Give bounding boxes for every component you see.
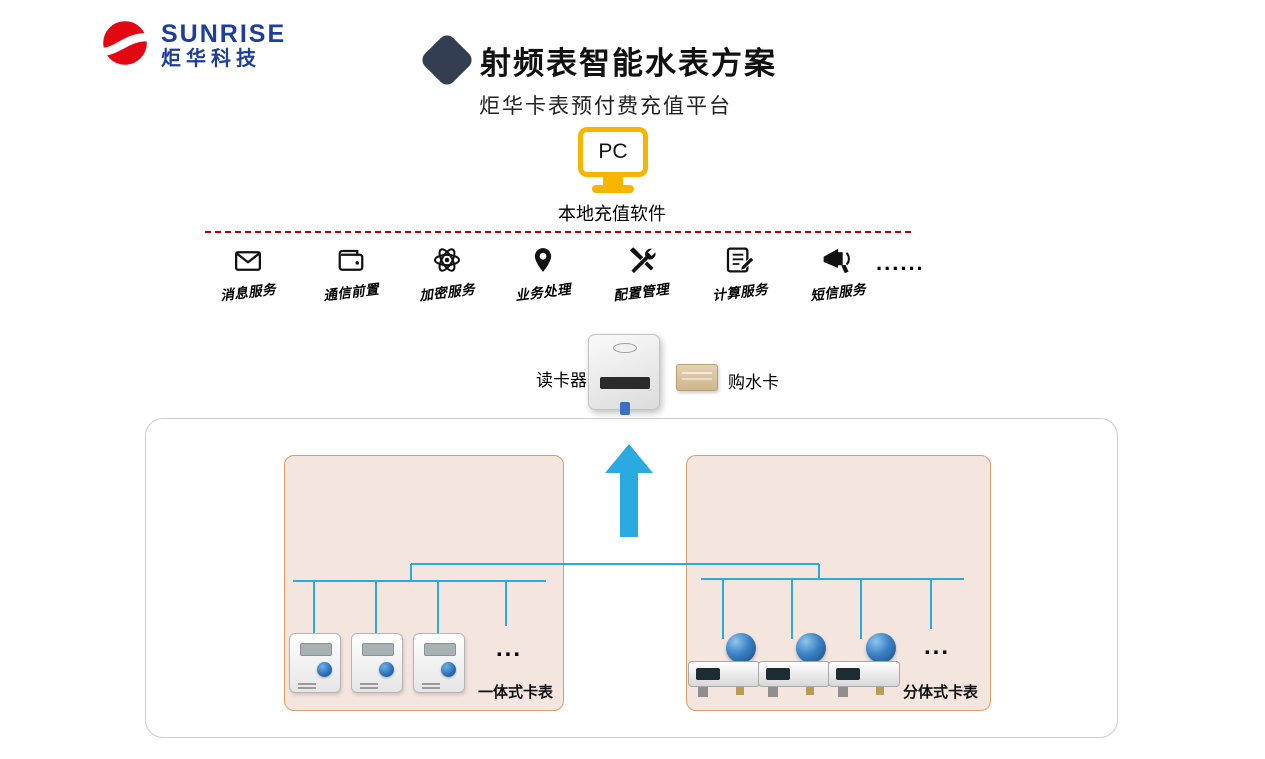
envelope-icon [231, 238, 265, 276]
company-logo: SUNRISE 炬华科技 [98, 16, 286, 75]
service-label: 配置管理 [612, 281, 670, 304]
meter-lcd [766, 668, 790, 680]
integrated-meter [413, 633, 465, 693]
meter-button [379, 662, 394, 677]
dashed-divider [205, 231, 913, 233]
service-item-config: 配置管理 [593, 238, 689, 303]
meter-lcd [362, 643, 394, 656]
company-name: 炬华科技 [161, 48, 261, 71]
meters-container: ... 一体式卡表 ... 分体式卡表 [145, 418, 1118, 738]
up-arrow-icon [605, 444, 653, 537]
pc-monitor-stand [603, 177, 623, 185]
service-label: 业务处理 [514, 281, 572, 304]
tools-icon [624, 238, 658, 276]
meter-detail [360, 683, 378, 685]
page-title: 射频表智能水表方案 [480, 46, 777, 81]
megaphone-icon [821, 238, 855, 276]
meter-fitting [806, 687, 814, 695]
service-item-message: 消息服务 [200, 238, 296, 303]
meter-body [828, 661, 900, 687]
service-item-comm: 通信前置 [303, 238, 399, 303]
meter-lcd [696, 668, 720, 680]
meter-lcd [300, 643, 332, 656]
meter-fitting [876, 687, 884, 695]
service-label: 短信服务 [809, 281, 867, 304]
integrated-more-dots: ... [496, 635, 523, 662]
location-pin-icon [528, 238, 558, 276]
meter-button [441, 662, 456, 677]
integrated-meter [289, 633, 341, 693]
brand-name: SUNRISE [161, 19, 287, 48]
logo-text: SUNRISE 炬华科技 [161, 19, 287, 71]
reader-usb-plug [620, 402, 630, 415]
sunrise-swirl-icon [98, 16, 152, 75]
integrated-group-label: 一体式卡表 [478, 684, 554, 701]
pc-monitor-icon: PC [578, 127, 648, 177]
service-label: 计算服务 [711, 281, 769, 304]
split-group-label: 分体式卡表 [903, 684, 979, 701]
services-ellipsis: ...... [876, 250, 925, 275]
reader-card-slot [600, 377, 650, 389]
title-diamond-icon [418, 31, 476, 89]
service-label: 加密服务 [418, 281, 476, 304]
split-meter [758, 633, 830, 697]
card-reader-device [588, 334, 660, 415]
split-meter [828, 633, 900, 697]
integrated-meter [351, 633, 403, 693]
card-reader-label: 读卡器 [536, 371, 587, 390]
meter-lcd [424, 643, 456, 656]
meter-valve-ball [726, 633, 756, 663]
meter-fitting [736, 687, 744, 695]
meter-pipe [768, 687, 778, 697]
split-meter [688, 633, 760, 697]
meter-valve-ball [866, 633, 896, 663]
pc-monitor-base [592, 185, 634, 193]
service-item-business: 业务处理 [495, 238, 591, 303]
service-item-sms: 短信服务 [790, 238, 886, 303]
page-subtitle: 炬华卡表预付费充值平台 [479, 95, 732, 118]
meter-button [317, 662, 332, 677]
service-item-encrypt: 加密服务 [399, 238, 495, 303]
pc-label: PC [598, 140, 628, 163]
service-item-compute: 计算服务 [692, 238, 788, 303]
water-card-label: 购水卡 [728, 373, 779, 392]
service-label: 通信前置 [322, 281, 380, 304]
wallet-icon [334, 238, 368, 276]
meter-valve-ball [796, 633, 826, 663]
meter-lcd [836, 668, 860, 680]
meter-detail [298, 683, 316, 685]
service-label: 消息服务 [219, 281, 277, 304]
meter-body [688, 661, 760, 687]
meter-pipe [838, 687, 848, 697]
water-purchase-card [676, 364, 718, 391]
atom-icon [429, 238, 465, 276]
split-more-dots: ... [924, 633, 951, 660]
meter-detail [422, 683, 440, 685]
meter-pipe [698, 687, 708, 697]
reader-logo-oval [613, 343, 637, 353]
meter-body [758, 661, 830, 687]
pc-caption: 本地充值软件 [558, 204, 666, 224]
document-edit-icon [724, 238, 756, 276]
